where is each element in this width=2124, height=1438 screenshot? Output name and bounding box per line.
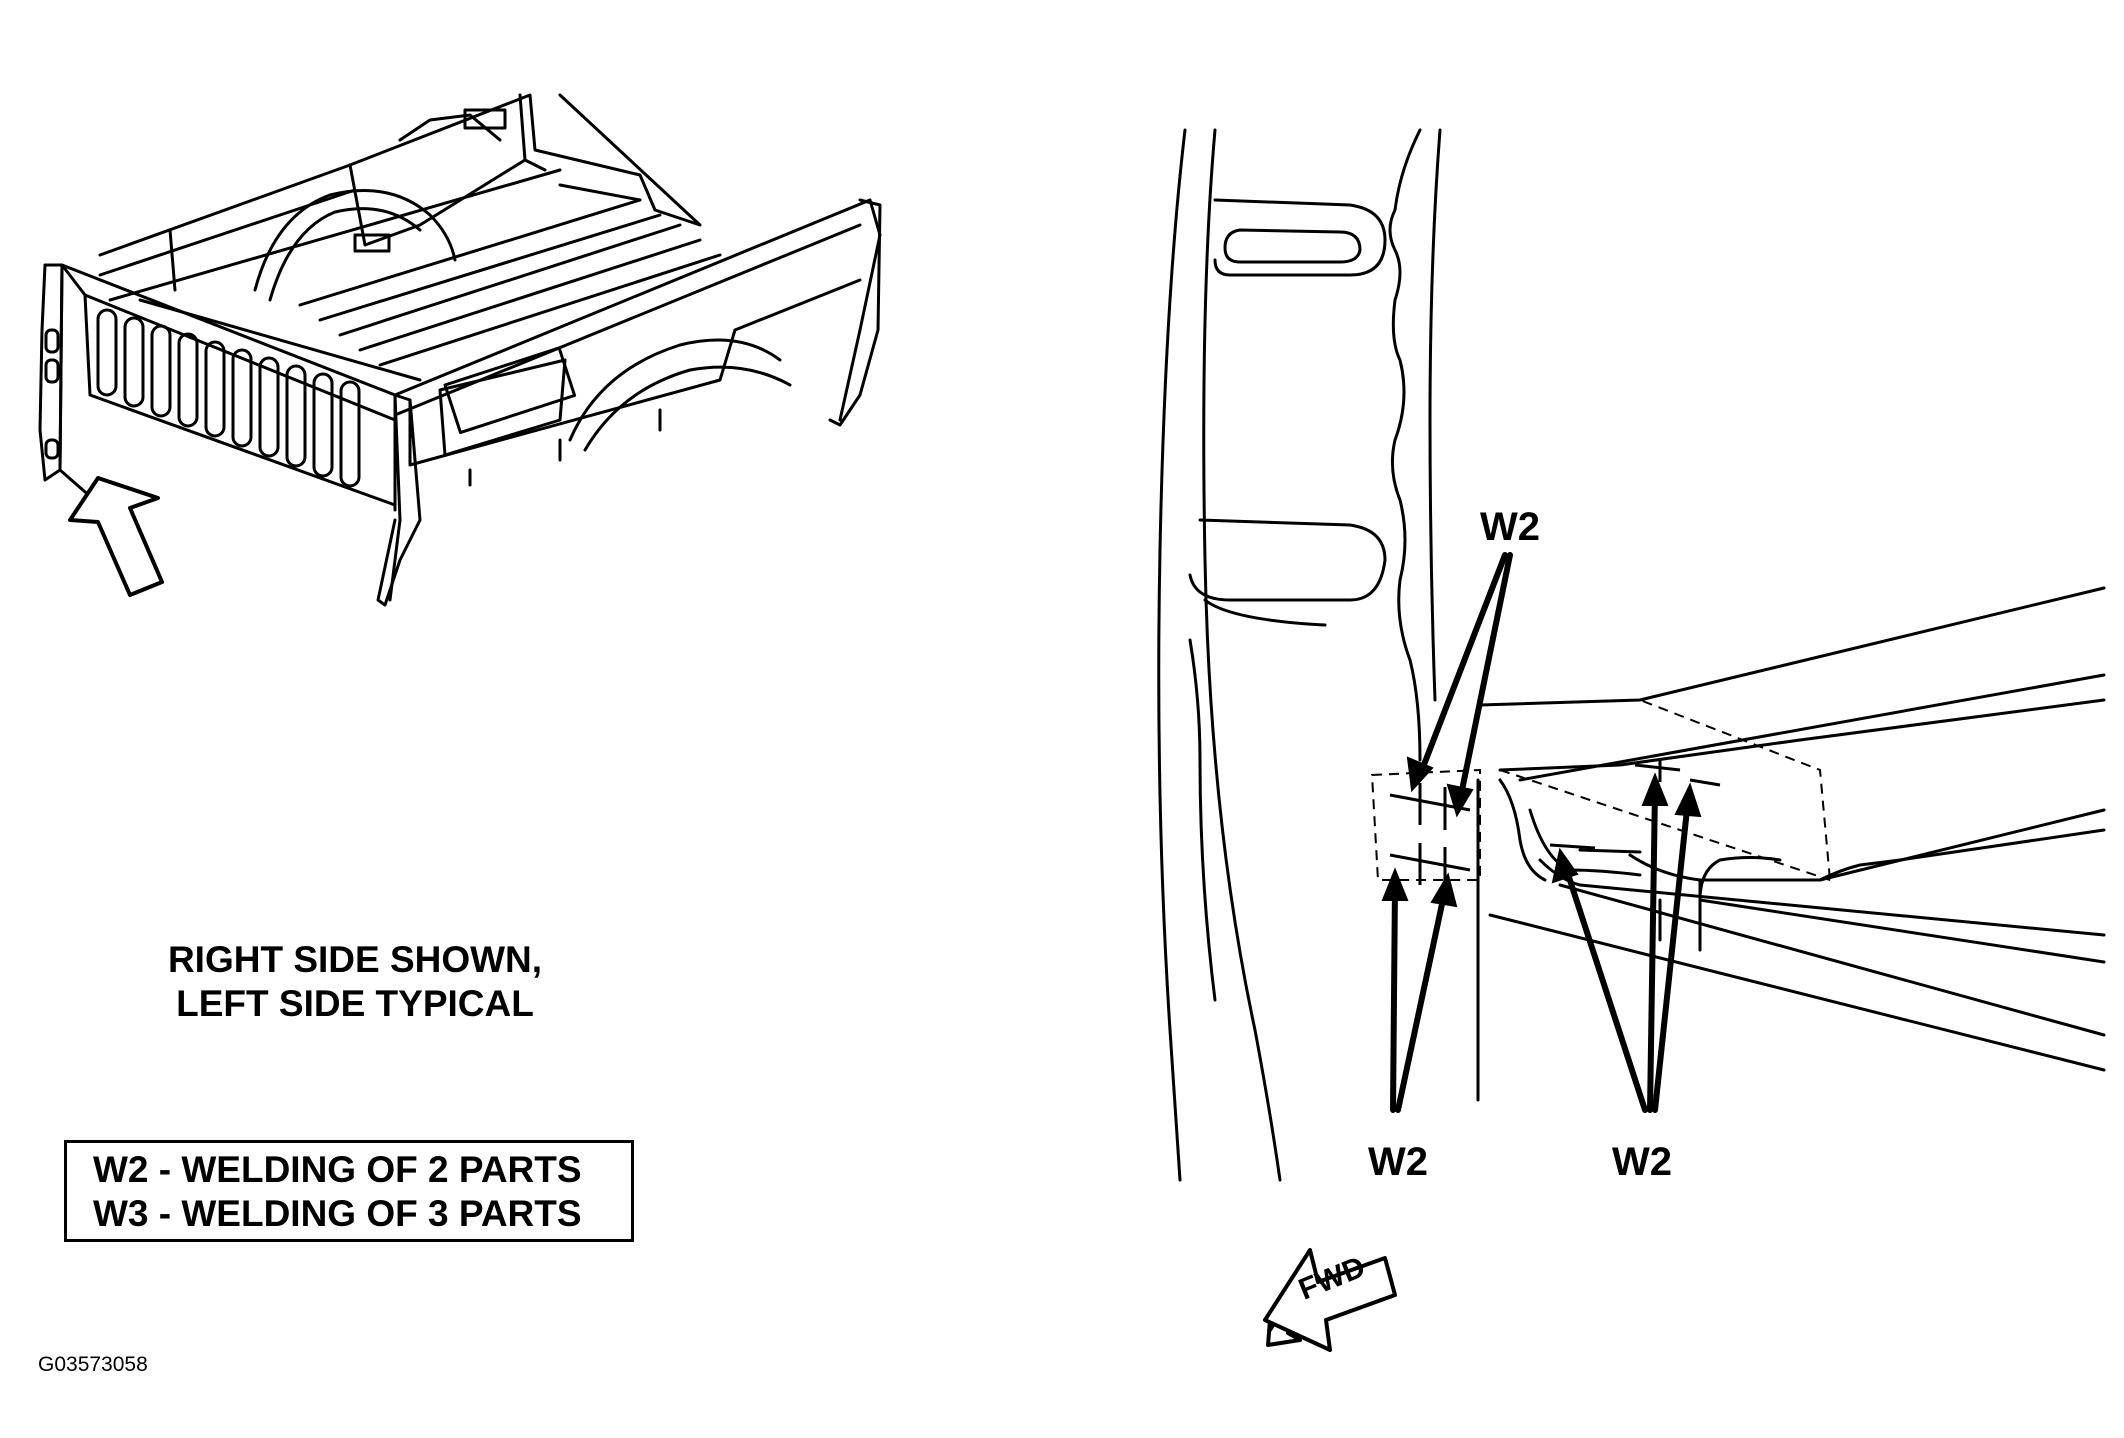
view-note: RIGHT SIDE SHOWN, LEFT SIDE TYPICAL [135,938,575,1026]
figure-code: G03573058 [38,1353,148,1376]
legend-w3: W3 - WELDING OF 3 PARTS [93,1193,582,1234]
callout-arrows [1381,552,1702,1113]
view-note-line2: LEFT SIDE TYPICAL [176,983,534,1024]
view-note-line1: RIGHT SIDE SHOWN, [167,939,543,980]
callout-w2-top: W2 [1480,505,1540,549]
callout-w2-bottom-right: W2 [1612,1140,1672,1184]
callout-w2-bottom-left: W2 [1368,1140,1428,1184]
forward-arrow-icon [1263,1248,1397,1352]
weld-legend: W2 - WELDING OF 2 PARTS W3 - WELDING OF … [64,1140,634,1242]
view-arrow-icon [68,476,164,597]
legend-w2: W2 - WELDING OF 2 PARTS [93,1149,582,1190]
